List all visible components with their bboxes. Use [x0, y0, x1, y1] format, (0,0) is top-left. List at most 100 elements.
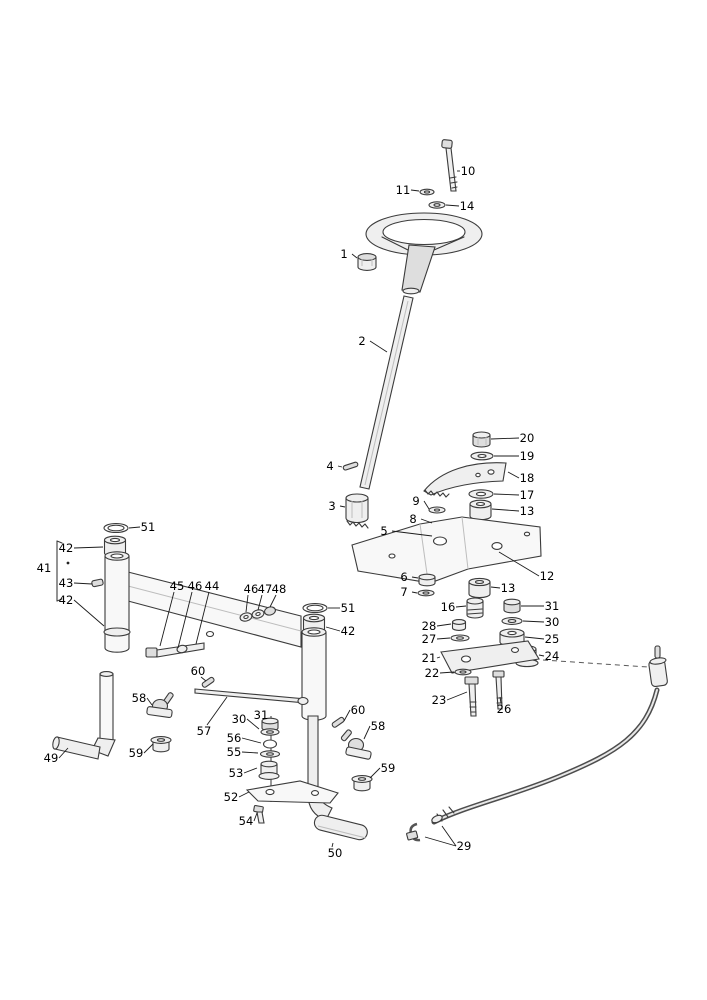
callout-21: 21 [422, 651, 437, 665]
leader-line-42 [325, 626, 341, 632]
leader-line-52 [238, 791, 250, 798]
nut-20 [472, 431, 491, 448]
callout-31: 31 [254, 708, 269, 722]
pin-28 [451, 619, 467, 631]
pin-4 [342, 461, 359, 471]
leader-line-22 [439, 671, 455, 674]
leader-line-55 [241, 751, 259, 754]
leader-line-3 [339, 505, 346, 508]
callout-49: 49 [44, 751, 59, 765]
leader-line-28 [436, 623, 452, 627]
stub-axle-50 [313, 814, 368, 841]
washers-46-47-48 [239, 606, 276, 622]
clamp-51-left [103, 522, 129, 534]
callout-4: 4 [326, 459, 333, 473]
callout-25: 25 [545, 632, 560, 646]
leader-line-7 [411, 591, 418, 594]
leader-line-50 [331, 842, 334, 848]
pin-60-left [201, 676, 215, 688]
ball-joint-58-left [146, 692, 174, 718]
callout-58: 58 [132, 691, 147, 705]
callout-7: 7 [400, 585, 407, 599]
leader-line-12 [498, 551, 540, 577]
leader-line-54 [253, 812, 258, 822]
bushing-59-left [150, 736, 172, 753]
leader-line-30 [246, 718, 260, 730]
callout-51: 51 [141, 520, 156, 534]
callout-47: 47 [258, 582, 273, 596]
pin-60-right [331, 716, 345, 728]
screw-43 [91, 578, 104, 588]
leader-line-29 [424, 836, 457, 847]
spindle-housing-right [301, 627, 327, 721]
callout-54: 54 [239, 814, 254, 828]
leader-line-59 [143, 743, 154, 754]
washer-30-upper [501, 617, 523, 625]
leader-line-45 [159, 591, 175, 647]
leader-line-26 [499, 696, 502, 704]
bracket-plate-21 [440, 640, 540, 674]
callout-59: 59 [381, 761, 396, 775]
callout-42: 42 [59, 541, 74, 555]
leader-line-46 [245, 594, 249, 613]
callout-5: 5 [380, 524, 387, 538]
callout-56: 56 [227, 731, 242, 745]
callout-59: 59 [129, 746, 144, 760]
bolt-45-44 [145, 642, 205, 658]
bushing-13-upper [469, 499, 492, 521]
washer-11 [419, 188, 435, 196]
leader-line-17 [493, 493, 520, 496]
callout-46: 46 [244, 582, 259, 596]
spindle-shaft-right [307, 715, 333, 821]
bracket-52 [245, 780, 339, 804]
callout-60: 60 [191, 664, 206, 678]
clamp-51-right [302, 602, 328, 614]
callout-2: 2 [358, 334, 365, 348]
washer-55 [259, 750, 281, 758]
leader-line-9 [423, 500, 430, 510]
leader-line-58 [146, 697, 153, 706]
leader-line-29 [441, 825, 457, 847]
callout-26: 26 [497, 702, 512, 716]
callout-13: 13 [501, 581, 516, 595]
callout-22: 22 [425, 666, 440, 680]
leader-line-46 [177, 591, 193, 649]
leader-line-8 [420, 518, 433, 524]
nut-31-upper [503, 598, 521, 614]
callout-10: 10 [461, 164, 476, 178]
washer-27 [450, 634, 470, 642]
bolt-54 [253, 804, 265, 824]
bolt-10 [441, 139, 458, 192]
leader-line-42 [73, 599, 105, 627]
callout-18: 18 [520, 471, 535, 485]
callout-8: 8 [409, 512, 416, 526]
leader-line-57 [206, 696, 228, 726]
leader-line-23 [446, 691, 468, 701]
stud-16 [466, 597, 484, 619]
callout-58: 58 [371, 719, 386, 733]
washer-9 [428, 506, 446, 514]
callout-28: 28 [422, 619, 437, 633]
leader-line-6 [411, 576, 419, 579]
leader-line-27 [436, 637, 451, 640]
leader-line-24 [538, 654, 545, 657]
leader-line-16 [455, 605, 467, 608]
callout-45: 45 [170, 579, 185, 593]
callout-24: 24 [545, 649, 560, 663]
tie-rod-57 [194, 688, 309, 706]
callout-30: 30 [545, 615, 560, 629]
callout-50: 50 [328, 846, 343, 860]
bolt-23 [464, 676, 479, 717]
clip-6 [418, 573, 436, 587]
leader-line-51 [128, 526, 141, 529]
leader-line-58 [363, 725, 371, 740]
hub-clip-1 [357, 253, 377, 271]
callout-60: 60 [351, 703, 366, 717]
callout-14: 14 [460, 199, 475, 213]
support-plate-12 [351, 516, 542, 584]
leader-line-56 [241, 737, 262, 744]
drag-link-29 [406, 645, 668, 842]
nut-31-lower [261, 717, 279, 732]
callout-29: 29 [457, 839, 472, 853]
